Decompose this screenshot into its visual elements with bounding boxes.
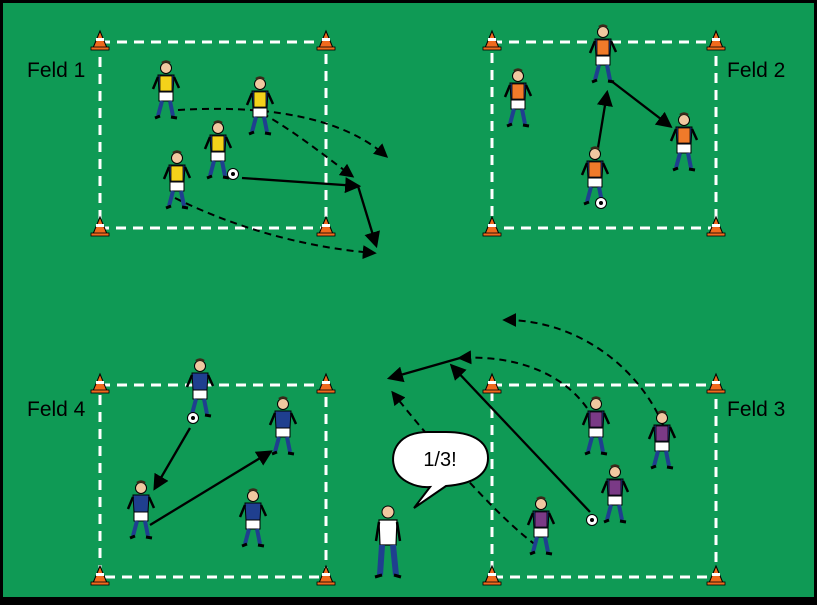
pass-arrow xyxy=(386,356,461,383)
pass-arrow xyxy=(241,176,362,194)
player-icon xyxy=(600,464,630,524)
coach-speech-text: 1/3! xyxy=(423,449,456,471)
cone-icon xyxy=(706,215,726,237)
player-icon xyxy=(245,76,275,136)
cones xyxy=(90,29,726,586)
field-4-label: Feld 4 xyxy=(27,398,86,421)
player-icon xyxy=(238,488,268,548)
cone-icon xyxy=(90,564,110,586)
cone-icon xyxy=(482,564,502,586)
field-2-label: Feld 2 xyxy=(727,59,785,82)
player-icon xyxy=(162,150,192,210)
field-4-boundary xyxy=(98,383,328,579)
coach-icon xyxy=(374,505,402,579)
cone-icon xyxy=(706,564,726,586)
player-icon xyxy=(647,410,677,470)
run-arrow-dashed xyxy=(261,112,355,178)
balls xyxy=(187,168,607,526)
cone-icon xyxy=(316,215,336,237)
player-icon xyxy=(669,112,699,172)
cone-icon xyxy=(90,215,110,237)
field-1-label: Feld 1 xyxy=(27,59,85,82)
run-arrow-dashed xyxy=(457,350,588,409)
cone-icon xyxy=(482,372,502,394)
pitch-background xyxy=(3,3,814,597)
ball-icon xyxy=(586,514,598,526)
cone-icon xyxy=(316,372,336,394)
cone-icon xyxy=(706,29,726,51)
pass-arrow xyxy=(356,185,380,249)
ball-icon xyxy=(595,197,607,209)
field-3-boundary xyxy=(490,383,718,579)
run-arrow-dashed xyxy=(174,197,377,260)
cone-icon xyxy=(316,29,336,51)
ball-icon xyxy=(227,168,239,180)
run-arrow-dashed xyxy=(502,313,664,426)
player-icon xyxy=(268,396,298,456)
pass-arrow xyxy=(153,427,191,491)
player-icon xyxy=(526,496,556,556)
pass-arrow xyxy=(609,79,673,128)
player-icon xyxy=(581,396,611,456)
cone-icon xyxy=(90,29,110,51)
cone-icon xyxy=(316,564,336,586)
cone-icon xyxy=(482,29,502,51)
cone-icon xyxy=(482,215,502,237)
field-3-label: Feld 3 xyxy=(727,398,785,421)
player-icon xyxy=(588,24,618,84)
players xyxy=(126,24,699,579)
player-icon xyxy=(185,358,215,418)
field-1-boundary xyxy=(98,40,328,230)
player-icon xyxy=(203,120,233,180)
cone-icon xyxy=(90,372,110,394)
player-icon xyxy=(151,60,181,120)
speech-bubble-icon: 1/3! xyxy=(392,431,490,509)
player-icon xyxy=(503,68,533,128)
run-arrow-dashed xyxy=(177,107,389,158)
ball-icon xyxy=(187,412,199,424)
cone-icon xyxy=(706,372,726,394)
pass-arrow xyxy=(149,450,273,526)
pass-arrow xyxy=(449,363,591,513)
player-icon xyxy=(126,480,156,540)
